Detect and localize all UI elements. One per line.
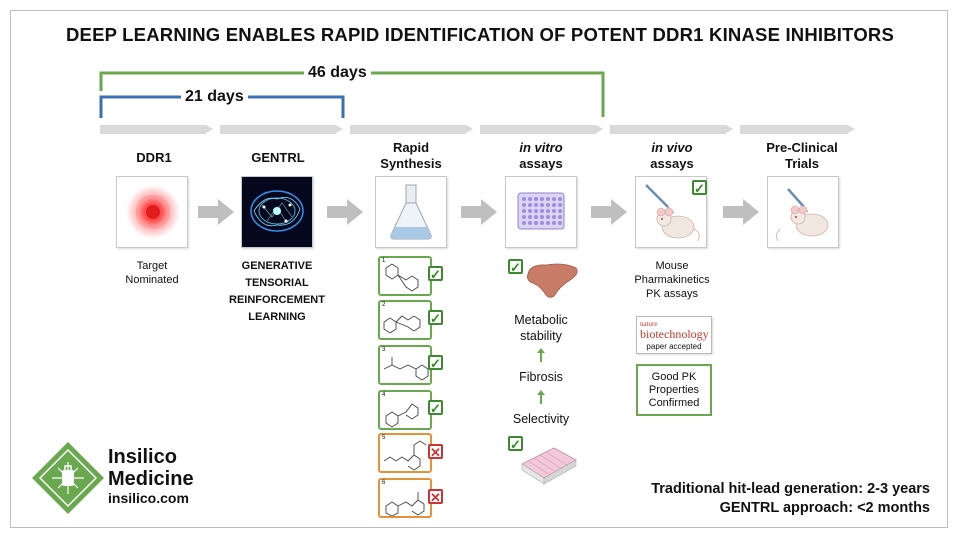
synthesis-flask-box: [375, 176, 447, 248]
neural-brain-icon: [250, 190, 304, 232]
molecule-structure-icon: [385, 492, 425, 517]
liver-check-icon: ✓: [508, 259, 523, 274]
preclinical-mouse-box: [767, 176, 839, 248]
flow-arrow-icon: [461, 199, 497, 225]
in-vivo-check-icon: ✓: [692, 180, 707, 195]
well-plate-icon: [517, 192, 565, 230]
check-icon: ✓: [428, 400, 443, 415]
in-vivo-mouse-box: [635, 176, 707, 248]
selectivity-check-icon: ✓: [508, 436, 523, 451]
mouse-syringe-icon: [775, 188, 829, 242]
stage-bar-5: [610, 125, 733, 134]
cross-icon: ✕: [428, 489, 443, 504]
stage-bar-3: [350, 125, 473, 134]
stage-bar-4: [480, 125, 603, 134]
molecule-card: 5: [378, 433, 432, 473]
selectivity-label: Selectivity: [512, 412, 570, 426]
long-duration-label: 46 days: [304, 64, 371, 82]
molecule-structure-icon: [385, 403, 419, 428]
slide-title: DEEP LEARNING ENABLES RAPID IDENTIFICATI…: [65, 24, 895, 45]
ddr1-target-box: [116, 176, 188, 248]
slide-frame: [10, 10, 948, 528]
cross-icon: ✕: [428, 444, 443, 459]
molecule-card: 3: [378, 345, 432, 385]
up-arrow-icon: [537, 390, 545, 404]
gentrl-note: GENTRL approach: <2 months: [719, 500, 930, 516]
brand-url: insilico.com: [108, 490, 189, 506]
molecule-structure-icon: [385, 263, 419, 292]
liver-icon: [526, 263, 578, 298]
nature-biotech-logo: nature biotechnology paper accepted: [636, 316, 712, 354]
stage-label-gentrl: GENTRL: [251, 150, 305, 165]
flow-arrow-icon: [198, 199, 234, 225]
stage-bar-6: [740, 125, 855, 134]
kinase-plate-icon: [521, 447, 577, 485]
molecule-structure-icon: [383, 315, 421, 334]
target-icon: [126, 185, 180, 239]
stage-bar-1: [100, 125, 213, 134]
fibrosis-label: Fibrosis: [519, 370, 563, 384]
traditional-note: Traditional hit-lead generation: 2-3 yea…: [651, 481, 930, 497]
stage-label-ddr1: DDR1: [136, 150, 172, 165]
in-vitro-plate-box: [505, 176, 577, 248]
flow-arrow-icon: [723, 199, 759, 225]
timeline-brackets: [99, 71, 605, 118]
flask-icon: [390, 184, 432, 240]
check-icon: ✓: [428, 355, 443, 370]
insilico-logo-icon: [32, 442, 104, 514]
mouse-syringe-icon: [645, 184, 700, 242]
gentrl-brain-box: [241, 176, 313, 248]
short-duration-label: 21 days: [181, 88, 248, 106]
molecule-card: 4: [378, 390, 432, 430]
molecule-card: 1: [378, 256, 432, 296]
stage-bar-2: [220, 125, 343, 134]
check-icon: ✓: [428, 266, 443, 281]
flow-arrow-icon: [591, 199, 627, 225]
molecule-structure-icon: [383, 357, 429, 381]
molecule-structure-icon: [383, 440, 427, 471]
up-arrow-icon: [537, 348, 545, 362]
molecule-card: 2: [378, 300, 432, 340]
check-icon: ✓: [428, 310, 443, 325]
flow-arrow-icon: [327, 199, 363, 225]
molecule-card: 6: [378, 478, 432, 518]
